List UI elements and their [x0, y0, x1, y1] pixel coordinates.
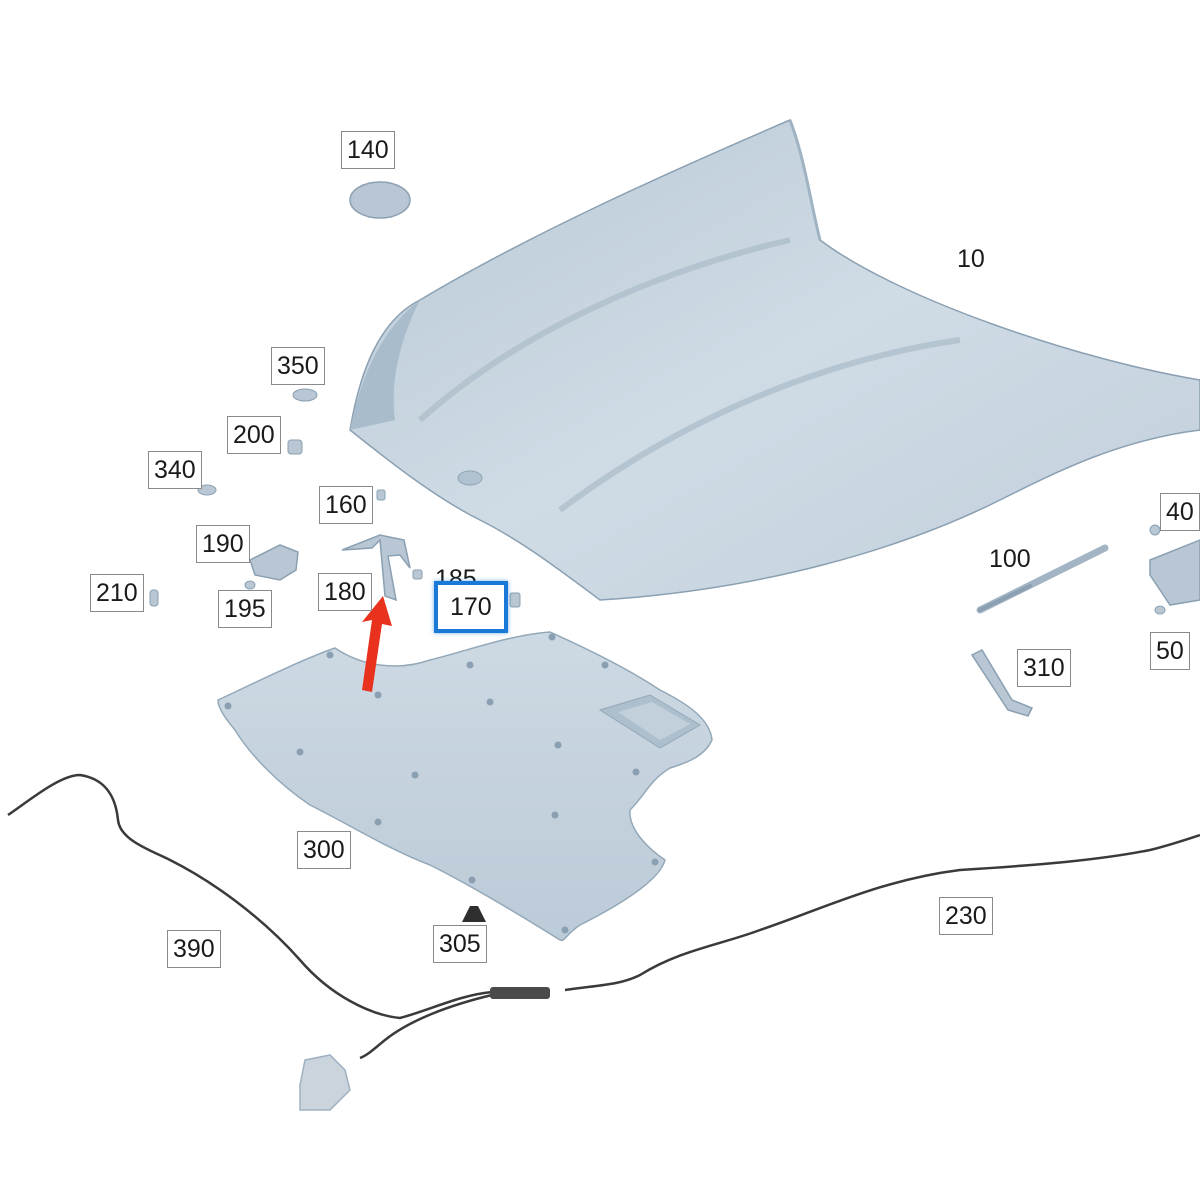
part-350 [292, 388, 318, 402]
clip-part-305 [462, 906, 486, 922]
callout-340: 340 [148, 451, 202, 489]
bolt-part-40 [1149, 524, 1161, 536]
red-arrow [362, 596, 392, 692]
part-185 [412, 569, 423, 580]
callout-180: 180 [318, 573, 372, 611]
callout-140: 140 [341, 131, 395, 169]
callout-305: 305 [433, 925, 487, 963]
callout-300: 300 [297, 831, 351, 869]
lock-part-190 [249, 544, 299, 581]
callout-100: 100 [989, 545, 1031, 573]
part-50 [1154, 605, 1166, 615]
callout-310: 310 [1017, 649, 1071, 687]
bracket-part-180 [341, 534, 411, 602]
callout-160: 160 [319, 486, 373, 524]
callout-200: 200 [227, 416, 281, 454]
callout-40: 40 [1160, 493, 1200, 531]
callout-50: 50 [1150, 632, 1190, 670]
cable-part-390-branch [359, 993, 493, 1060]
callout-210: 210 [90, 574, 144, 612]
emblem-part-140 [349, 181, 411, 219]
hood-part-10 [349, 119, 1200, 601]
bracket-part-310 [970, 649, 1034, 717]
hinge-part-40 [1149, 539, 1200, 606]
callout-230: 230 [939, 897, 993, 935]
callout-350: 350 [271, 347, 325, 385]
latch-part [299, 1054, 351, 1111]
callout-10: 10 [957, 245, 985, 273]
callout-195: 195 [218, 590, 272, 628]
part-210 [149, 589, 159, 607]
cable-part-390 [7, 773, 493, 1020]
callout-170-highlighted: 170 [434, 581, 508, 633]
gas-strut-part-100 [976, 544, 1109, 614]
part-160 [376, 489, 386, 501]
callout-390: 390 [167, 930, 221, 968]
cable-connector [490, 987, 550, 999]
cable-part-230 [564, 833, 1200, 992]
insulation-pad-part-300 [217, 631, 713, 942]
callout-190: 190 [196, 525, 250, 563]
part-340 [197, 484, 217, 496]
part-195 [244, 580, 256, 590]
part-170 [509, 592, 521, 608]
part-200 [287, 439, 303, 455]
